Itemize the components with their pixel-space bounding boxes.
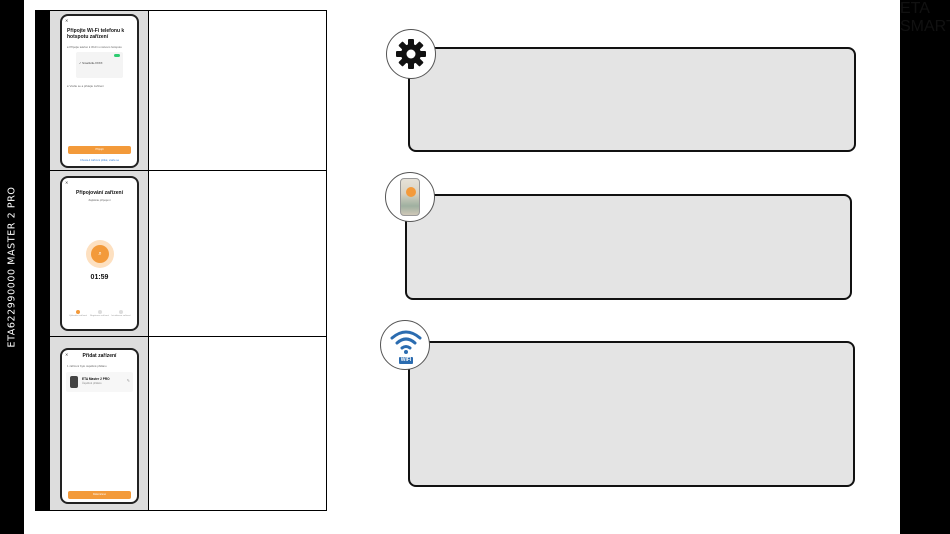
app-badge <box>385 172 435 222</box>
screenshot-cell: ✕ Připojování zařízení Zajistěte připoje… <box>50 171 149 336</box>
countdown-timer: 01:59 <box>90 274 109 281</box>
page-marker-oval <box>900 0 950 534</box>
connect-button[interactable]: Připojit <box>68 146 131 154</box>
step-row-3: ✕ Přidat zařízení 1 zařízení bylo úspěšn… <box>36 337 326 510</box>
device-name: ETA Master 2 PRO <box>82 377 110 381</box>
gear-icon <box>396 39 426 69</box>
model-code-label: ETA622990000 MASTER 2 PRO <box>6 186 18 348</box>
brand-title: ETA SMART <box>900 0 950 35</box>
right-brand-band <box>900 0 950 534</box>
screenshot-cell: ✕ Připojte Wi-Fi telefonu k hotspotu zař… <box>50 11 149 170</box>
step-number-cell <box>36 171 50 336</box>
left-side-strip: ETA622990000 MASTER 2 PRO <box>0 0 24 534</box>
step-description-cell <box>149 171 326 336</box>
close-icon: ✕ <box>65 18 69 23</box>
search-icon: ⌕ <box>91 245 109 263</box>
phone-screenshot-connecting: ✕ Připojování zařízení Zajistěte připoje… <box>60 176 139 331</box>
screen-title: Připojování zařízení <box>76 190 123 196</box>
wifi-list-preview: ✓ SmartLife-XXXX <box>76 52 123 78</box>
screen-title: Připojte Wi-Fi telefonu k hotspotu zaříz… <box>67 28 125 40</box>
instruction-line: ● Připojte telefon k Wi-Fi s názvem hots… <box>67 45 122 49</box>
screen-subtitle: Zajistěte připojení <box>88 198 111 202</box>
step-description-cell <box>149 11 326 170</box>
step-row-2: ✕ Připojování zařízení Zajistěte připoje… <box>36 171 326 337</box>
wifi-icon <box>390 330 422 354</box>
device-card[interactable]: ETA Master 2 PRO Úspěšně přidáno ✎ <box>66 372 133 392</box>
step-number-cell <box>36 11 50 170</box>
hotspot-ssid: ✓ SmartLife-XXXX <box>79 61 103 65</box>
stage-item: Registrace zařízení <box>90 310 110 317</box>
close-icon: ✕ <box>65 352 69 357</box>
stage-item: Vyhledání zařízení <box>68 310 88 317</box>
info-panel-settings <box>408 47 856 152</box>
info-panel-wifi <box>408 341 855 487</box>
device-status: Úspěšně přidáno <box>82 382 102 385</box>
step-number-cell <box>36 337 50 510</box>
connection-stages: Vyhledání zařízení Registrace zařízení I… <box>68 310 131 317</box>
wifi-badge: WIFI <box>380 320 430 370</box>
step-row-1: ✕ Připojte Wi-Fi telefonu k hotspotu zař… <box>36 11 326 171</box>
settings-badge <box>386 29 436 79</box>
steps-table: ✕ Připojte Wi-Fi telefonu k hotspotu zař… <box>35 10 327 511</box>
screenshot-cell: ✕ Přidat zařízení 1 zařízení bylo úspěšn… <box>50 337 149 510</box>
close-icon: ✕ <box>65 180 69 185</box>
phone-app-icon <box>400 178 420 216</box>
edit-icon[interactable]: ✎ <box>126 378 130 383</box>
device-icon <box>70 376 78 388</box>
phone-screenshot-added: ✕ Přidat zařízení 1 zařízení bylo úspěšn… <box>60 348 139 504</box>
return-link[interactable]: Chcete-li zařízení přidat, vraťte se <box>79 159 120 162</box>
wifi-label: WIFI <box>399 357 413 364</box>
screen-subtitle: 1 zařízení bylo úspěšně přidáno <box>67 364 107 368</box>
info-panel-app <box>405 194 852 300</box>
step-description-cell <box>149 337 326 510</box>
wifi-toggle-icon <box>114 54 120 57</box>
phone-screenshot-hotspot: ✕ Připojte Wi-Fi telefonu k hotspotu zař… <box>60 14 139 168</box>
done-button[interactable]: Dokončeno <box>68 491 131 499</box>
instruction-line: ● Vraťte se a přidejte zařízení <box>67 84 104 88</box>
screen-title: Přidat zařízení <box>82 353 117 359</box>
stage-item: Inicializace zařízení <box>111 310 131 317</box>
